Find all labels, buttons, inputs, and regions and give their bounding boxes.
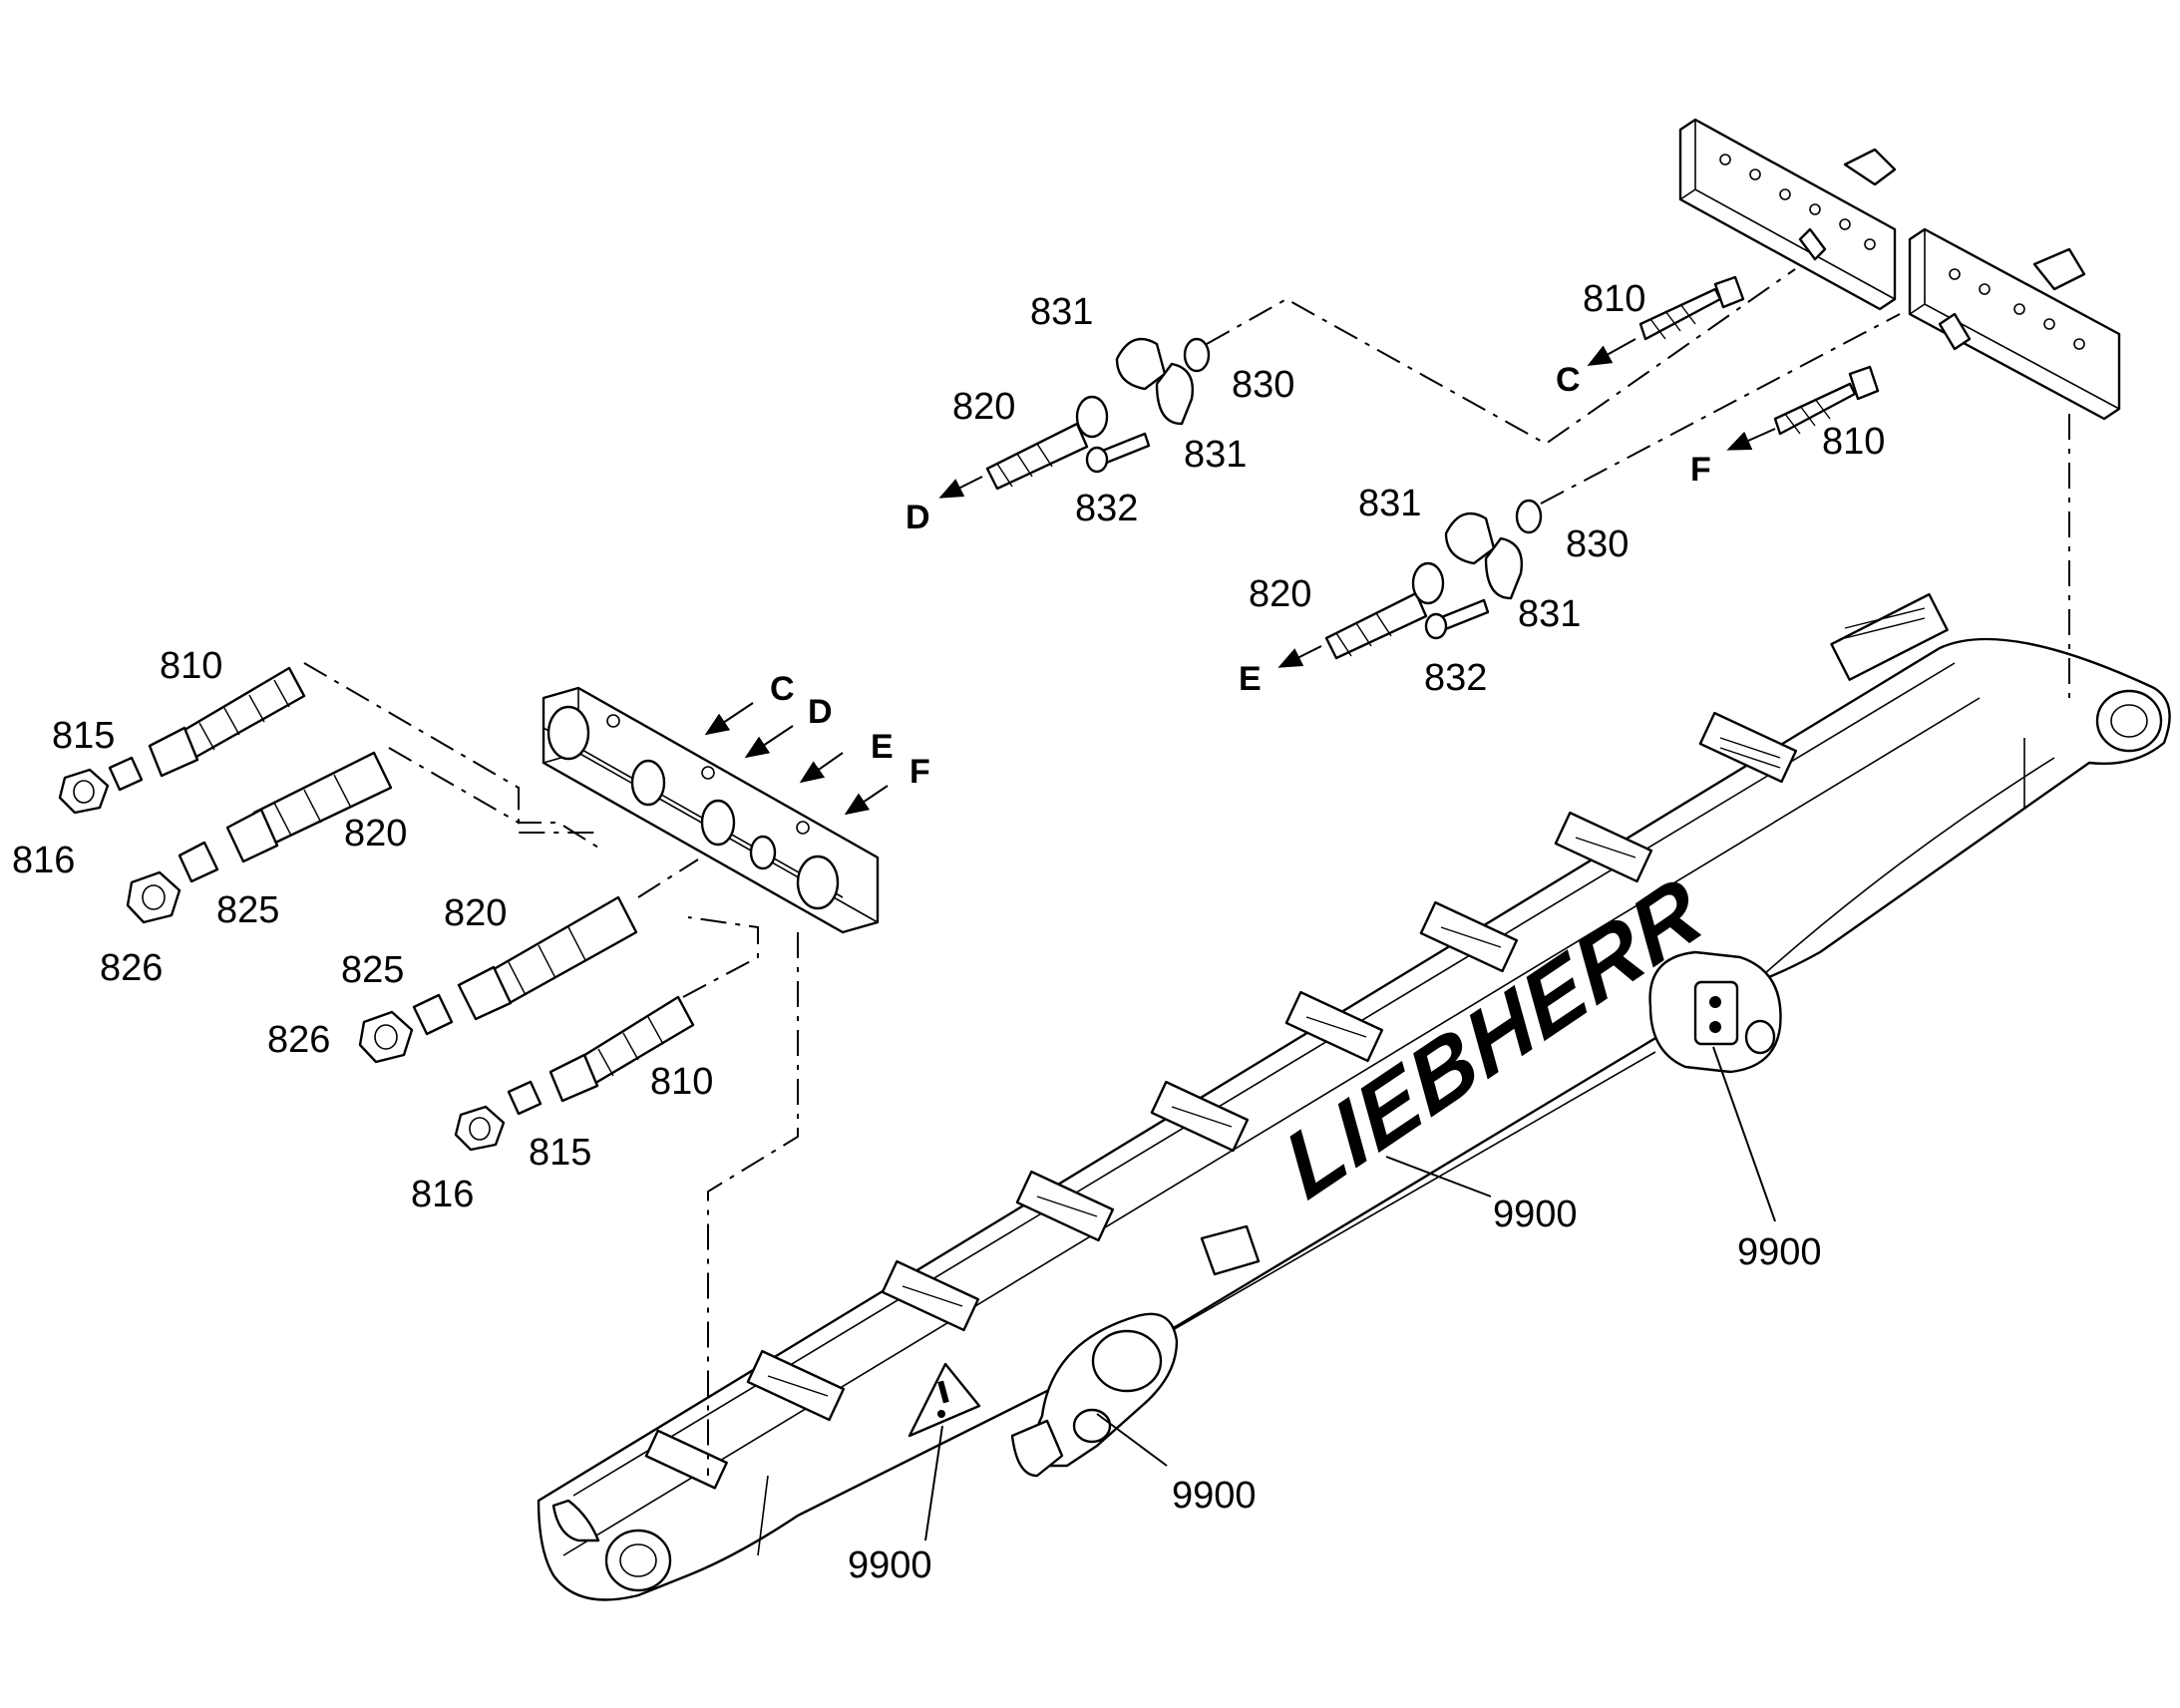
hose-fitting-810-left-top: [148, 666, 306, 778]
label-832: 832: [1424, 657, 1487, 699]
assembly-leader-lines: [303, 268, 2070, 1476]
o-ring-830-e: [1515, 499, 1543, 534]
part-labels: 831 820 830 831 832 810 810 831 830 820 …: [12, 278, 1885, 1586]
hose-fitting-820-left-mid: [457, 895, 638, 1021]
bolt-832-e: [1424, 598, 1490, 640]
label-830: 830: [1232, 364, 1294, 406]
nut-816-bottom: [454, 1105, 506, 1152]
hose-fitting-810-f: [1773, 365, 1880, 436]
label-9900: 9900: [1737, 1231, 1822, 1273]
manifold-block-lower: [1908, 227, 2121, 421]
connector-block: [542, 686, 880, 934]
letter-e: E: [1239, 660, 1262, 698]
letter-d: D: [906, 499, 930, 536]
letter-f: F: [909, 753, 930, 791]
label-832: 832: [1075, 488, 1138, 529]
hose-clamps: [644, 592, 1949, 1490]
nut-816-top: [58, 768, 110, 815]
letter-c: C: [770, 670, 795, 708]
hose-fitting-810-c: [1638, 275, 1745, 341]
nut-826-top: [126, 870, 182, 924]
box-decal: [1200, 1224, 1261, 1276]
flange-fitting-820-d: [985, 395, 1109, 491]
label-810: 810: [650, 1061, 713, 1103]
label-825: 825: [341, 949, 404, 991]
letter-e: E: [871, 728, 894, 766]
label-9900: 9900: [1172, 1475, 1257, 1517]
flange-fitting-820-e: [1324, 561, 1445, 660]
label-820: 820: [344, 813, 407, 854]
split-flange-831-d-bottom: [1155, 362, 1194, 426]
label-820: 820: [952, 386, 1015, 428]
label-830: 830: [1566, 523, 1629, 565]
hose-fitting-820-left-top: [225, 751, 393, 863]
label-831: 831: [1358, 483, 1421, 524]
label-826: 826: [100, 947, 163, 989]
callout-pointers: [924, 1046, 1776, 1541]
letter-c: C: [1556, 361, 1581, 399]
label-815: 815: [529, 1132, 591, 1174]
nut-826-bottom: [358, 1010, 414, 1064]
label-9900: 9900: [848, 1544, 932, 1586]
label-810: 810: [1583, 278, 1645, 320]
letter-f: F: [1690, 451, 1711, 489]
connection-letters: C F D E C D E F: [770, 361, 1711, 791]
adapter-825-bottom: [412, 993, 454, 1036]
label-816: 816: [411, 1174, 474, 1215]
label-810: 810: [1822, 421, 1885, 463]
lifting-bracket: [1010, 1312, 1179, 1478]
boom-arm: [537, 637, 2171, 1601]
adapter-815-top: [108, 756, 144, 792]
adapter-825-top: [178, 841, 219, 883]
label-9900: 9900: [1493, 1194, 1578, 1235]
letter-d: D: [808, 693, 833, 731]
direction-arrows: [704, 338, 1776, 816]
split-flange-831-e-bottom: [1484, 536, 1523, 600]
warning-triangle-icon: [908, 1362, 981, 1438]
label-831: 831: [1184, 434, 1247, 476]
adapter-815-bottom: [507, 1080, 543, 1116]
label-820: 820: [1249, 573, 1311, 615]
label-810: 810: [160, 645, 222, 687]
o-ring-830-d: [1183, 337, 1211, 373]
boom-pivot-hub: [1648, 950, 1782, 1074]
label-815: 815: [52, 715, 115, 757]
hose-fitting-810-left-bottom: [548, 995, 695, 1103]
label-831: 831: [1030, 291, 1093, 333]
label-825: 825: [216, 889, 279, 931]
bolt-832-d: [1085, 432, 1151, 474]
label-816: 816: [12, 840, 75, 881]
label-831: 831: [1518, 593, 1581, 635]
label-820: 820: [444, 892, 507, 934]
manifold-block-upper: [1678, 118, 1897, 311]
label-826: 826: [267, 1019, 330, 1061]
